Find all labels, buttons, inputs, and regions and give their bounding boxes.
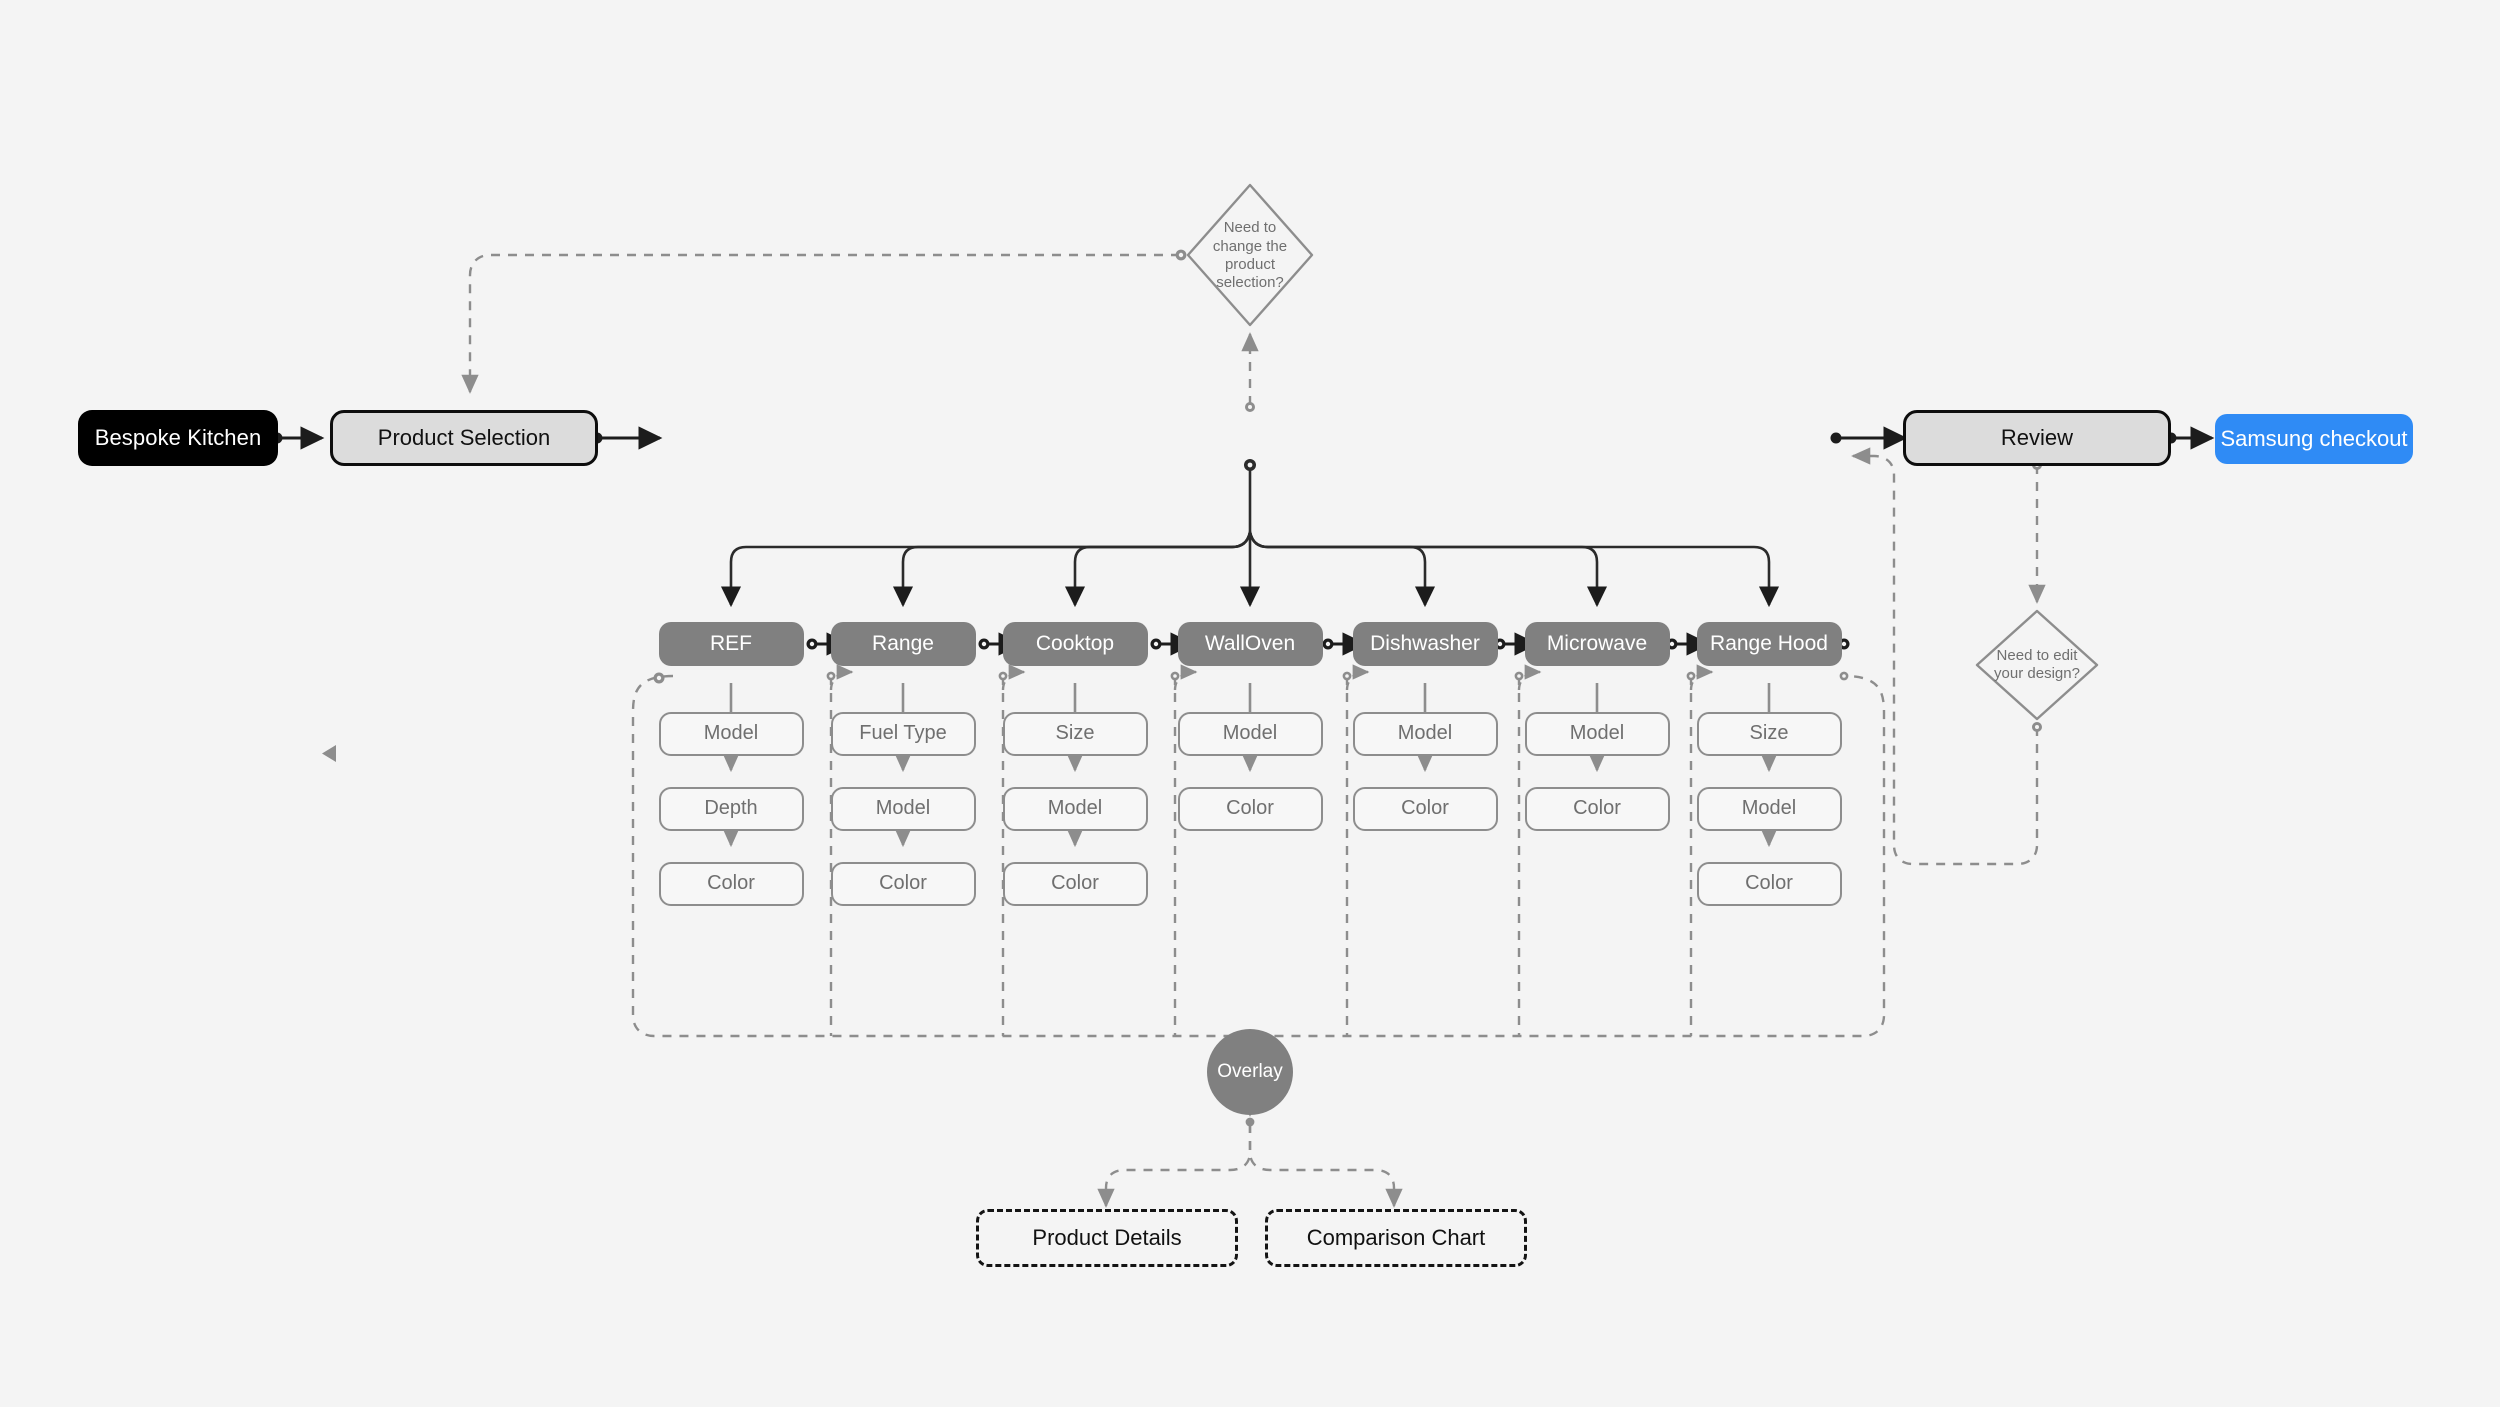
node-bespoke-kitchen[interactable]: Bespoke Kitchen [78,410,278,466]
category-label: Range [872,631,934,655]
option-cooktop-size[interactable]: Size [1002,712,1148,756]
option-label: Color [879,872,927,895]
option-label: Depth [704,797,758,820]
option-label: Color [1051,872,1099,895]
option-label: Model [1741,797,1797,820]
node-label: Comparison Chart [1306,1225,1486,1251]
option-ref-color[interactable]: Color [658,862,804,906]
node-comparison-chart[interactable]: Comparison Chart [1265,1209,1527,1267]
option-microwave-color[interactable]: Color [1524,787,1670,831]
option-cooktop-color[interactable]: Color [1002,862,1148,906]
node-product-details[interactable]: Product Details [976,1209,1238,1267]
option-range-hood-color[interactable]: Color [1696,862,1842,906]
option-label: Color [707,872,755,895]
category-label: Microwave [1546,631,1648,655]
option-label: Model [703,722,759,745]
option-label: Color [1226,797,1274,820]
category-dishwasher[interactable]: Dishwasher [1352,622,1498,666]
node-label: Review [2000,425,2074,451]
option-label: Size [1055,722,1095,745]
option-range-model[interactable]: Model [830,787,976,831]
category-label: Range Hood [1710,631,1828,655]
option-range-hood-size[interactable]: Size [1696,712,1842,756]
option-label: Model [1569,722,1625,745]
category-label: Dishwasher [1370,631,1480,655]
option-label: Color [1401,797,1449,820]
option-microwave-model[interactable]: Model [1524,712,1670,756]
option-range-fuel-type[interactable]: Fuel Type [830,712,976,756]
option-label: Model [1397,722,1453,745]
decision-line-2: change the [1212,237,1288,255]
category-range[interactable]: Range [830,622,976,666]
option-range-hood-model[interactable]: Model [1696,787,1842,831]
category-walloven[interactable]: WallOven [1177,622,1323,666]
node-samsung-checkout[interactable]: Samsung checkout [2215,414,2413,464]
collapse-caret-icon [322,745,336,762]
decision-change-product-selection[interactable]: Need to change the product selection? [1190,212,1310,300]
category-label: REF [710,631,752,655]
category-ref[interactable]: REF [658,622,804,666]
option-dishwasher-color[interactable]: Color [1352,787,1498,831]
decision-edit-your-design[interactable]: Need to edit your design? [1981,640,2093,690]
category-cooktop[interactable]: Cooktop [1002,622,1148,666]
option-walloven-color[interactable]: Color [1177,787,1323,831]
option-ref-model[interactable]: Model [658,712,804,756]
node-label: Samsung checkout [2220,426,2408,452]
option-range-color[interactable]: Color [830,862,976,906]
node-label: Bespoke Kitchen [94,425,262,451]
decision-line-3: product [1224,256,1276,273]
node-overlay[interactable]: Overlay [1207,1029,1293,1115]
decision-line-4: selection? [1216,274,1284,292]
node-label: Overlay [1217,1060,1283,1082]
option-label: Model [875,797,931,820]
option-ref-depth[interactable]: Depth [658,787,804,831]
node-label: Product Selection [377,425,551,451]
decision-line-1: Need to edit [1996,646,2078,664]
option-dishwasher-model[interactable]: Model [1352,712,1498,756]
category-label: WallOven [1204,631,1296,655]
option-label: Fuel Type [859,722,947,745]
option-cooktop-model[interactable]: Model [1002,787,1148,831]
option-label: Size [1749,722,1789,745]
node-product-selection[interactable]: Product Selection [330,410,598,466]
option-walloven-model[interactable]: Model [1177,712,1323,756]
node-review[interactable]: Review [1903,410,2171,466]
option-label: Color [1573,797,1621,820]
category-microwave[interactable]: Microwave [1524,622,1670,666]
decision-line-1: Need to [1223,219,1277,237]
category-label: Cooktop [1035,631,1115,655]
decision-line-2: your design? [1994,665,2080,682]
option-label: Color [1745,872,1793,895]
option-label: Model [1222,722,1278,745]
category-range-hood[interactable]: Range Hood [1696,622,1842,666]
node-label: Product Details [1032,1225,1182,1251]
option-label: Model [1047,797,1103,820]
